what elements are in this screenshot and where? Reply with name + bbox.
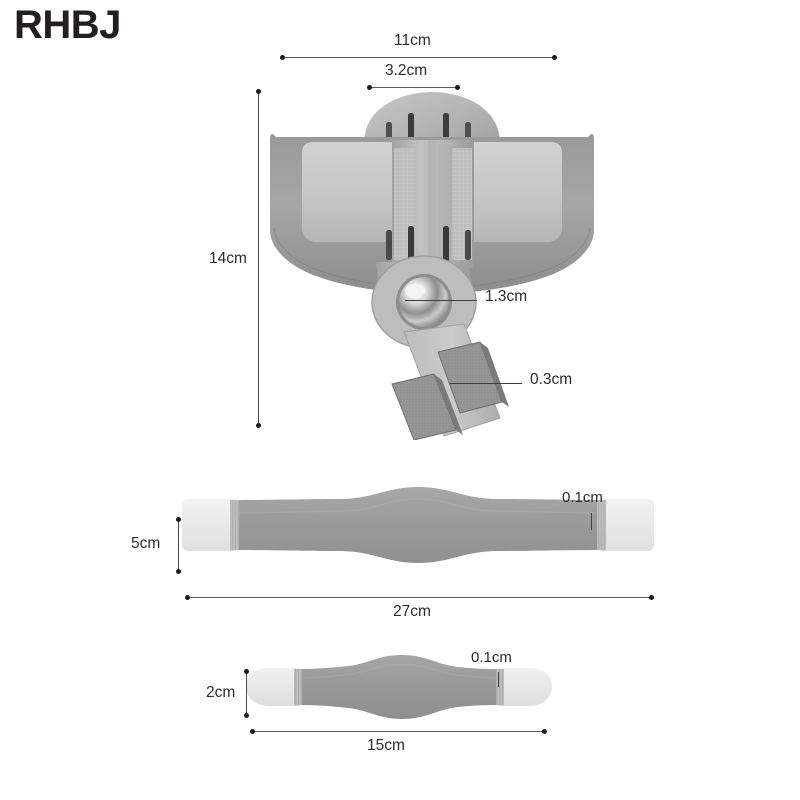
dimension-long-strap-thickness-label: 0.1cm [562, 489, 603, 506]
short-strap-figure [244, 652, 554, 722]
short-strap-illustration [246, 655, 552, 719]
dimension-main-width-label: 11cm [394, 32, 431, 49]
long-strap-figure [178, 485, 658, 585]
long-strap-illustration [182, 487, 654, 563]
brace-illustration [270, 92, 594, 441]
metal-button [399, 277, 449, 327]
dimension-short-strap-thickness-label: 0.1cm [471, 649, 512, 666]
dimension-short-strap-width-label: 2cm [206, 684, 236, 701]
main-brace-figure [268, 80, 598, 441]
toe-loop-lower [391, 373, 463, 441]
dimension-toe-loop-label: 0.3cm [530, 371, 573, 388]
dimension-long-strap-length-label: 27cm [393, 603, 431, 620]
dimension-long-strap-width-label: 5cm [131, 535, 161, 552]
dimension-short-strap-length-label: 15cm [367, 737, 405, 754]
brand-logo: RHBJ [14, 3, 121, 47]
dimension-hinge-width-label: 3.2cm [385, 62, 428, 79]
toe-loop-upper [437, 341, 509, 414]
dimension-main-height-label: 14cm [209, 250, 247, 267]
dimension-button-label: 1.3cm [485, 288, 528, 305]
